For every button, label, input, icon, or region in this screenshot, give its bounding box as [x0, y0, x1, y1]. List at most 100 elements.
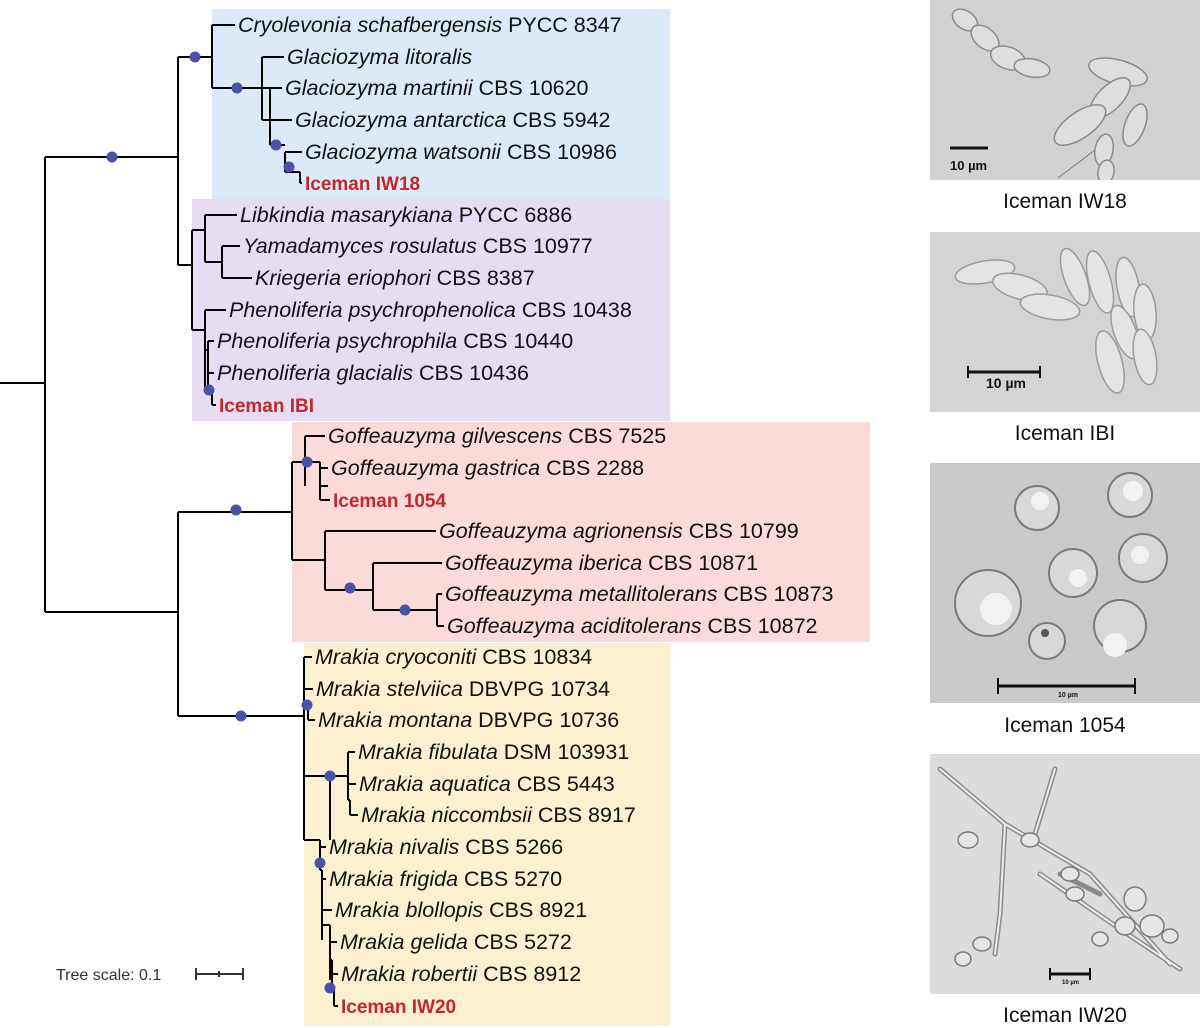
taxon-label: Mrakia cryoconiti CBS 10834: [315, 645, 592, 669]
taxon-species: Mrakia aquatica: [359, 772, 511, 796]
taxon-strain: CBS 10872: [702, 614, 818, 638]
taxon-strain: CBS 5443: [511, 772, 615, 796]
taxon-species: Mrakia stelviica: [316, 677, 463, 701]
taxon-strain: CBS 5266: [459, 835, 563, 859]
iceman-taxon-label: Iceman IBI: [219, 396, 314, 417]
micrograph-iw20-caption: Iceman IW20: [1003, 1004, 1127, 1027]
iceman-taxon-label: Iceman 1054: [333, 491, 446, 512]
micrograph-1054-image: 10 µm: [930, 463, 1200, 703]
taxon-strain: CBS 5942: [507, 108, 611, 132]
taxon-species: Glaciozyma martinii: [285, 76, 474, 100]
taxon-strain: CBS 8921: [483, 898, 587, 922]
taxon-strain: CBS 10799: [683, 519, 799, 543]
taxon-strain: CBS 5272: [468, 930, 572, 954]
taxon-strain: CBS 10436: [413, 361, 529, 385]
bootstrap-node: [324, 770, 336, 782]
micrograph-iw18-scalebar: 10 µm: [950, 158, 987, 173]
taxon-strain: CBS 2288: [540, 456, 644, 480]
taxon-species: Goffeauzyma agrionensis: [439, 519, 683, 543]
phylogenetic-tree: Cryolevonia schafbergensis PYCC 8347Glac…: [0, 9, 870, 1026]
taxon-species: Mrakia cryoconiti: [315, 645, 478, 669]
iceman-taxon-label: Iceman IW20: [341, 997, 456, 1018]
tree-scale-label: Tree scale: 0.1: [56, 967, 161, 984]
taxon-label: Goffeauzyma agrionensis CBS 10799: [439, 519, 799, 543]
micrograph-iw18-image: 10 µm: [930, 0, 1200, 180]
micrograph-iw20: 10 µm: [930, 754, 1200, 994]
bootstrap-nodes: [106, 51, 411, 994]
taxon-species: Mrakia montana: [318, 708, 472, 732]
taxon-species: Mrakia robertii: [341, 962, 478, 986]
bootstrap-node: [399, 604, 411, 616]
micrograph-1054-scalebar: 10 µm: [1058, 692, 1078, 699]
taxon-labels: Cryolevonia schafbergensis PYCC 8347Glac…: [217, 13, 833, 1018]
micrograph-iw18: 10 µm: [930, 0, 1200, 180]
bootstrap-node: [230, 504, 242, 516]
taxon-label: Glaciozyma watsonii CBS 10986: [305, 140, 617, 164]
bootstrap-node: [106, 151, 118, 163]
taxon-label: Glaciozyma litoralis: [287, 45, 472, 69]
taxon-species: Yamadamyces rosulatus: [243, 234, 477, 258]
taxon-species: Goffeauzyma gastrica: [331, 456, 540, 480]
taxon-strain: CBS 10620: [473, 76, 589, 100]
taxon-species: Phenoliferia psychrophila: [217, 329, 457, 353]
taxon-label: Glaciozyma antarctica CBS 5942: [295, 108, 610, 132]
taxon-label: Mrakia stelviica DBVPG 10734: [316, 677, 610, 701]
bootstrap-node: [283, 161, 295, 173]
bootstrap-node: [301, 456, 313, 468]
taxon-label: Mrakia fibulata DSM 103931: [358, 740, 629, 764]
taxon-strain: CBS 8917: [532, 803, 636, 827]
taxon-species: Mrakia blollopis: [335, 898, 483, 922]
taxon-strain: DSM 103931: [498, 740, 629, 764]
bootstrap-node: [344, 582, 356, 594]
taxon-species: Cryolevonia schafbergensis: [238, 13, 502, 37]
bootstrap-node: [231, 82, 243, 94]
taxon-label: Kriegeria eriophori CBS 8387: [255, 266, 535, 290]
taxon-label: Mrakia nivalis CBS 5266: [329, 835, 563, 859]
taxon-strain: Iceman IW20: [341, 997, 456, 1018]
taxon-strain: DBVPG 10736: [472, 708, 619, 732]
taxon-label: Goffeauzyma aciditolerans CBS 10872: [447, 614, 818, 638]
taxon-species: Goffeauzyma aciditolerans: [447, 614, 702, 638]
micrograph-ibi-image: 10 µm: [930, 232, 1200, 412]
taxon-species: Mrakia fibulata: [358, 740, 498, 764]
taxon-species: Kriegeria eriophori: [255, 266, 432, 290]
taxon-label: Mrakia robertii CBS 8912: [341, 962, 581, 986]
taxon-label: Mrakia blollopis CBS 8921: [335, 898, 587, 922]
taxon-species: Goffeauzyma metallitolerans: [445, 582, 718, 606]
micrograph-ibi-scalebar: 10 µm: [986, 375, 1026, 391]
bootstrap-node: [314, 857, 326, 869]
clade-box-purple: [192, 199, 670, 421]
taxon-strain: PYCC 8347: [502, 13, 622, 37]
taxon-label: Phenoliferia glacialis CBS 10436: [217, 361, 529, 385]
taxon-strain: CBS 10986: [501, 140, 617, 164]
taxon-strain: Iceman IBI: [219, 396, 314, 417]
taxon-species: Mrakia nivalis: [329, 835, 459, 859]
taxon-species: Glaciozyma litoralis: [287, 45, 472, 69]
taxon-label: Mrakia niccombsii CBS 8917: [361, 803, 636, 827]
taxon-strain: PYCC 6886: [453, 203, 573, 227]
taxon-species: Mrakia gelida: [340, 930, 468, 954]
taxon-strain: CBS 7525: [562, 424, 666, 448]
taxon-label: Goffeauzyma metallitolerans CBS 10873: [445, 582, 833, 606]
taxon-species: Glaciozyma antarctica: [295, 108, 507, 132]
taxon-label: Goffeauzyma gastrica CBS 2288: [331, 456, 644, 480]
taxon-label: Goffeauzyma iberica CBS 10871: [445, 551, 758, 575]
taxon-strain: CBS 10438: [516, 298, 632, 322]
taxon-strain: CBS 5270: [458, 867, 562, 891]
taxon-species: Glaciozyma watsonii: [305, 140, 502, 164]
taxon-label: Yamadamyces rosulatus CBS 10977: [243, 234, 593, 258]
taxon-strain: CBS 8912: [477, 962, 581, 986]
taxon-label: Phenoliferia psychrophenolica CBS 10438: [229, 298, 632, 322]
clade-box-blue: [212, 9, 670, 199]
clade-highlight-boxes: [192, 9, 870, 1026]
bootstrap-node: [189, 51, 201, 63]
taxon-label: Goffeauzyma gilvescens CBS 7525: [328, 424, 666, 448]
taxon-species: Libkindia masarykiana: [240, 203, 453, 227]
taxon-label: Mrakia frigida CBS 5270: [329, 867, 562, 891]
bootstrap-node: [301, 699, 313, 711]
micrograph-iw20-scalebar: 10 µm: [1062, 980, 1079, 986]
micrograph-ibi-caption: Iceman IBI: [1014, 422, 1116, 445]
bootstrap-node: [203, 384, 215, 396]
taxon-strain: CBS 10871: [642, 551, 758, 575]
bootstrap-node: [324, 982, 336, 994]
